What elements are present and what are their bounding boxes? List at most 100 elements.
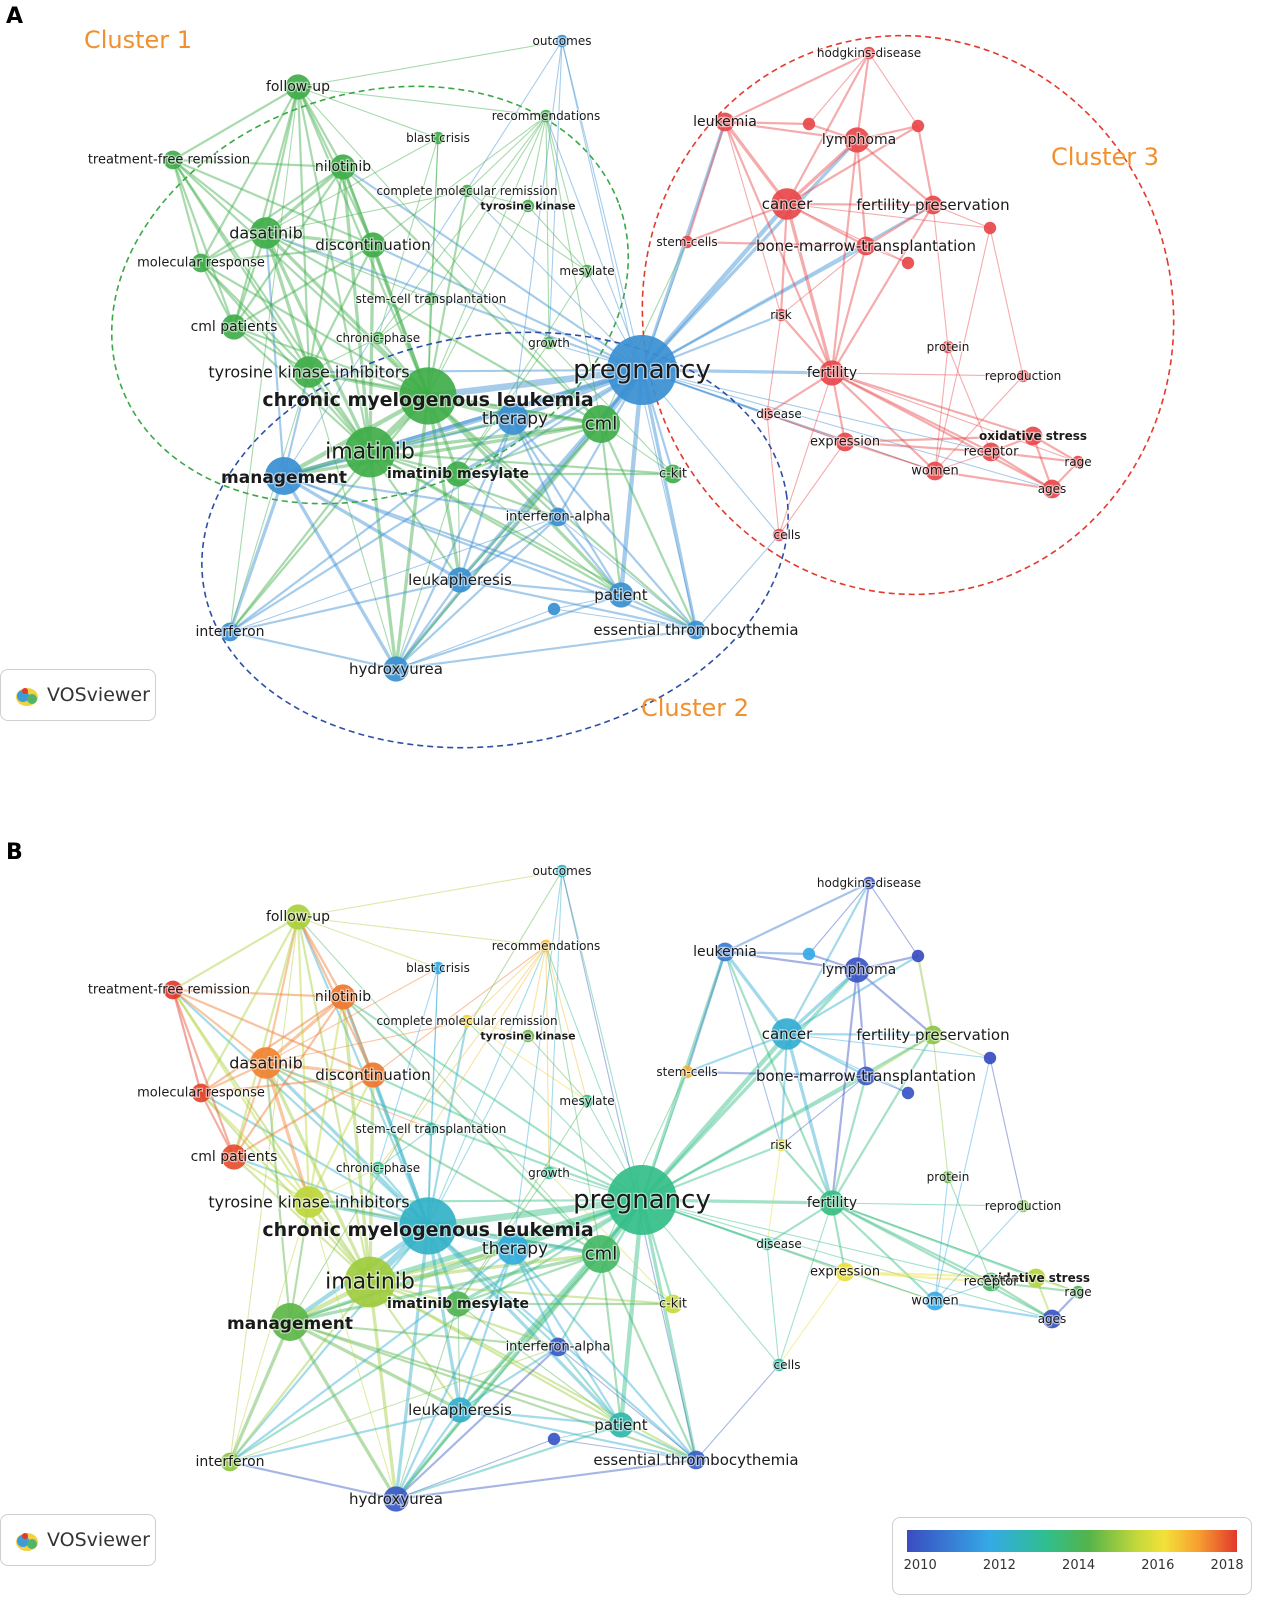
node-tki[interactable] bbox=[293, 1186, 325, 1218]
node-tki[interactable] bbox=[293, 356, 325, 388]
node-cml_patients[interactable] bbox=[221, 1144, 247, 1170]
node-therapy[interactable] bbox=[497, 403, 529, 435]
node-protein[interactable] bbox=[941, 340, 955, 354]
node-women[interactable] bbox=[925, 461, 945, 481]
node-cells[interactable] bbox=[772, 1358, 786, 1372]
node-lymphoma[interactable] bbox=[844, 127, 870, 153]
node-fertility[interactable] bbox=[819, 360, 845, 386]
node-growth[interactable] bbox=[542, 336, 556, 350]
node-ages[interactable] bbox=[1042, 1309, 1062, 1329]
node-cml_leuk[interactable] bbox=[399, 367, 457, 425]
node-women[interactable] bbox=[925, 1291, 945, 1311]
node-tfr[interactable] bbox=[163, 150, 183, 170]
node-cells[interactable] bbox=[772, 528, 786, 542]
node-chronicph[interactable] bbox=[371, 1161, 385, 1175]
node-blast[interactable] bbox=[431, 131, 445, 145]
node-dasatinib[interactable] bbox=[250, 1047, 282, 1079]
node-mesylate[interactable] bbox=[580, 1094, 594, 1108]
node-risk[interactable] bbox=[774, 1138, 788, 1152]
node-leukapheresis[interactable] bbox=[447, 567, 473, 593]
node-hydroxyurea[interactable] bbox=[383, 1486, 409, 1512]
node-r_a[interactable] bbox=[802, 117, 816, 131]
node-oxstress[interactable] bbox=[1023, 426, 1043, 446]
node-extra[interactable] bbox=[547, 602, 561, 616]
node-dasatinib[interactable] bbox=[250, 217, 282, 249]
node-oxstress[interactable] bbox=[1026, 1268, 1046, 1288]
node-rage[interactable] bbox=[1071, 455, 1085, 469]
node-r_c[interactable] bbox=[983, 1051, 997, 1065]
node-patient[interactable] bbox=[608, 1412, 634, 1438]
node-r_d[interactable] bbox=[901, 256, 915, 270]
node-cancer[interactable] bbox=[771, 188, 803, 220]
node-recs[interactable] bbox=[539, 109, 553, 123]
node-stemcells[interactable] bbox=[680, 235, 694, 249]
node-leukemia[interactable] bbox=[715, 942, 735, 962]
node-cml[interactable] bbox=[582, 1235, 620, 1273]
node-cml_leuk[interactable] bbox=[399, 1197, 457, 1255]
node-outcomes[interactable] bbox=[555, 34, 569, 48]
node-leukapheresis[interactable] bbox=[447, 1397, 473, 1423]
node-therapy[interactable] bbox=[497, 1233, 529, 1265]
node-fertpres[interactable] bbox=[923, 1025, 943, 1045]
node-tfr[interactable] bbox=[163, 980, 183, 1000]
node-ckit[interactable] bbox=[663, 464, 683, 484]
node-followup[interactable] bbox=[285, 74, 311, 100]
node-pregnancy[interactable] bbox=[607, 1165, 677, 1235]
node-imesylate[interactable] bbox=[445, 1291, 471, 1317]
node-followup[interactable] bbox=[285, 904, 311, 930]
node-nilotinib[interactable] bbox=[330, 984, 356, 1010]
node-bmt[interactable] bbox=[856, 236, 876, 256]
node-discontinuation[interactable] bbox=[360, 232, 386, 258]
node-patient[interactable] bbox=[608, 582, 634, 608]
node-hodgkins[interactable] bbox=[862, 46, 876, 60]
node-chronicph[interactable] bbox=[371, 331, 385, 345]
node-extra[interactable] bbox=[547, 1432, 561, 1446]
node-disease[interactable] bbox=[760, 407, 774, 421]
node-leukemia[interactable] bbox=[715, 112, 735, 132]
node-sct[interactable] bbox=[424, 1122, 438, 1136]
node-cml_patients[interactable] bbox=[221, 314, 247, 340]
node-nilotinib[interactable] bbox=[330, 154, 356, 180]
node-risk[interactable] bbox=[774, 308, 788, 322]
node-expression[interactable] bbox=[835, 1262, 855, 1282]
node-blast[interactable] bbox=[431, 961, 445, 975]
node-disease[interactable] bbox=[760, 1237, 774, 1251]
node-mesylate[interactable] bbox=[580, 264, 594, 278]
node-lymphoma[interactable] bbox=[844, 957, 870, 983]
node-r_a[interactable] bbox=[802, 947, 816, 961]
node-interferon[interactable] bbox=[220, 622, 240, 642]
node-imesylate[interactable] bbox=[445, 461, 471, 487]
node-receptor[interactable] bbox=[981, 442, 1001, 462]
node-r_d[interactable] bbox=[901, 1086, 915, 1100]
node-imatinib[interactable] bbox=[344, 1256, 396, 1308]
node-cancer[interactable] bbox=[771, 1018, 803, 1050]
node-r_b[interactable] bbox=[911, 949, 925, 963]
node-tk[interactable] bbox=[521, 199, 535, 213]
node-fertility[interactable] bbox=[819, 1190, 845, 1216]
node-sct[interactable] bbox=[424, 292, 438, 306]
node-rage[interactable] bbox=[1071, 1285, 1085, 1299]
node-discontinuation[interactable] bbox=[360, 1062, 386, 1088]
node-expression[interactable] bbox=[835, 432, 855, 452]
node-cmr[interactable] bbox=[460, 184, 474, 198]
node-ifnalpha[interactable] bbox=[548, 507, 568, 527]
node-et[interactable] bbox=[686, 1450, 706, 1470]
node-stemcells[interactable] bbox=[680, 1065, 694, 1079]
node-cmr[interactable] bbox=[460, 1014, 474, 1028]
node-molresp[interactable] bbox=[191, 253, 211, 273]
node-pregnancy[interactable] bbox=[607, 335, 677, 405]
node-protein[interactable] bbox=[941, 1170, 955, 1184]
node-growth[interactable] bbox=[542, 1166, 556, 1180]
node-receptor[interactable] bbox=[981, 1272, 1001, 1292]
node-recs[interactable] bbox=[539, 939, 553, 953]
node-management[interactable] bbox=[265, 457, 303, 495]
node-imatinib[interactable] bbox=[344, 426, 396, 478]
node-reproduction[interactable] bbox=[1016, 1199, 1030, 1213]
node-ifnalpha[interactable] bbox=[548, 1337, 568, 1357]
node-r_b[interactable] bbox=[911, 119, 925, 133]
node-ages[interactable] bbox=[1042, 479, 1062, 499]
node-r_c[interactable] bbox=[983, 221, 997, 235]
node-hodgkins[interactable] bbox=[862, 876, 876, 890]
node-reproduction[interactable] bbox=[1016, 369, 1030, 383]
node-interferon[interactable] bbox=[220, 1452, 240, 1472]
